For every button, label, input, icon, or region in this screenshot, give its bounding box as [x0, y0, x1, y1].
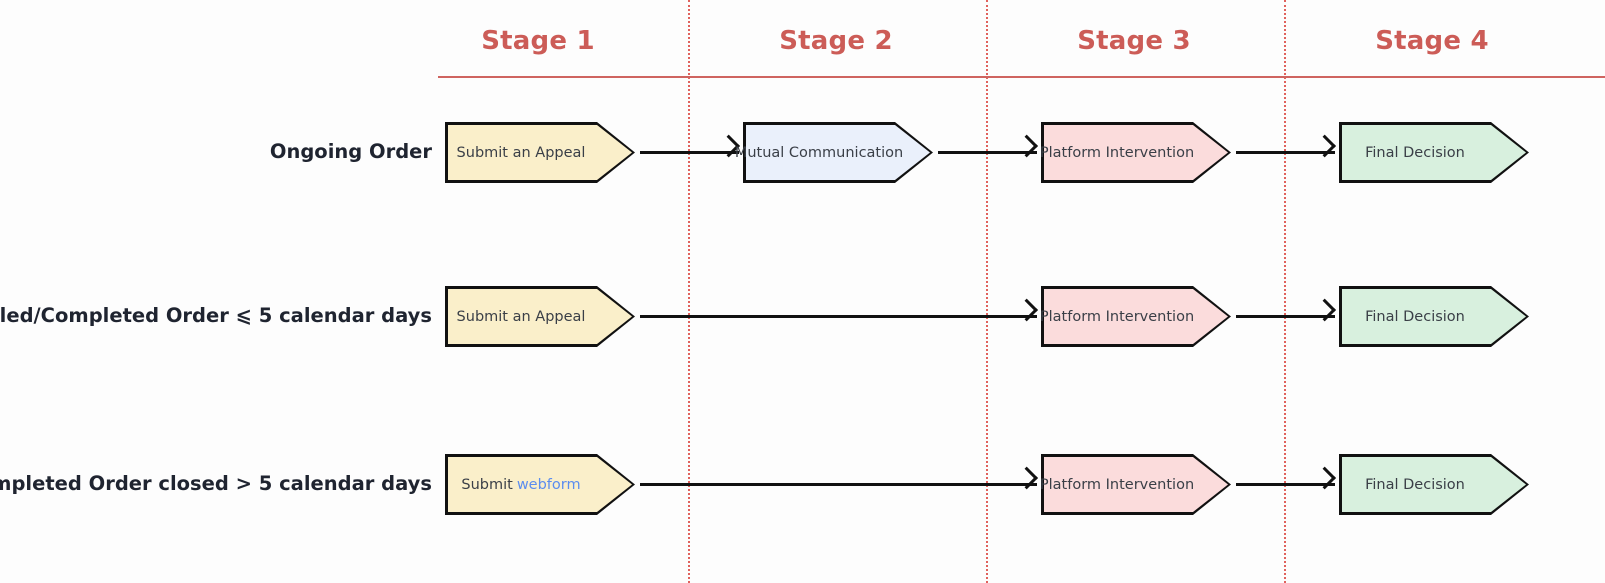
chevron-shape: [445, 286, 635, 347]
chevron-shape: [1041, 286, 1231, 347]
step-label-text: Submit an Appeal: [456, 144, 586, 161]
stage-divider-1: [688, 0, 690, 583]
chevron-shape: [1339, 286, 1529, 347]
chevron-shape: [445, 122, 635, 183]
step-platform-intervention-row3[interactable]: Platform Intervention: [1039, 454, 1231, 515]
chevron-shape: [445, 454, 635, 515]
stage-header-rule: [438, 76, 1605, 78]
connector-arrow-long: [640, 315, 1037, 318]
connector-arrow: [938, 151, 1037, 154]
step-label: Submit webform: [445, 454, 597, 515]
step-final-decision-row1[interactable]: Final Decision: [1339, 122, 1529, 183]
stage-divider-3: [1284, 0, 1286, 583]
step-submit-an-appeal-row1[interactable]: Submit an Appeal: [445, 122, 635, 183]
step-submit-an-appeal-row2[interactable]: Submit an Appeal: [445, 286, 635, 347]
step-final-decision-row2[interactable]: Final Decision: [1339, 286, 1529, 347]
stage-header-4: Stage 4: [1375, 26, 1489, 56]
step-submit-webform-row3[interactable]: Submit webform: [445, 454, 635, 515]
chevron-shape: [1041, 454, 1231, 515]
stage-divider-2: [986, 0, 988, 583]
step-label-text: Final Decision: [1365, 476, 1465, 493]
step-label: Mutual Communication: [735, 122, 903, 183]
chevron-shape: [1041, 122, 1231, 183]
connector-arrow: [640, 151, 739, 154]
step-label: Platform Intervention: [1039, 454, 1195, 515]
stage-header-1: Stage 1: [481, 26, 595, 56]
step-label: Final Decision: [1339, 286, 1491, 347]
chevron-shape: [1339, 122, 1529, 183]
chevron-shape: [743, 122, 933, 183]
step-platform-intervention-row1[interactable]: Platform Intervention: [1039, 122, 1231, 183]
connector-arrow: [1236, 483, 1335, 486]
step-label-text: Platform Intervention: [1039, 476, 1195, 493]
webform-link[interactable]: webform: [516, 476, 581, 493]
step-label-text: Submit: [461, 476, 513, 493]
step-label: Platform Intervention: [1039, 286, 1195, 347]
step-label-text: Mutual Communication: [734, 144, 904, 161]
step-mutual-communication-row1[interactable]: Mutual Communication: [735, 122, 933, 183]
step-label-text: Submit an Appeal: [456, 308, 586, 325]
stage-header-2: Stage 2: [779, 26, 893, 56]
connector-arrow: [1236, 151, 1335, 154]
row-label-cancelled-within-5-days: Cancelled/Completed Order ⩽ 5 calendar d…: [0, 304, 432, 327]
chevron-shape: [1339, 454, 1529, 515]
step-label: Platform Intervention: [1039, 122, 1195, 183]
stage-header-3: Stage 3: [1077, 26, 1191, 56]
connector-arrow-long: [640, 483, 1037, 486]
row-label-cancelled-after-5-days: Cancelled/Completed Order closed > 5 cal…: [0, 472, 432, 495]
connector-arrow: [1236, 315, 1335, 318]
step-platform-intervention-row2[interactable]: Platform Intervention: [1039, 286, 1231, 347]
step-final-decision-row3[interactable]: Final Decision: [1339, 454, 1529, 515]
step-label-text: Platform Intervention: [1039, 144, 1195, 161]
step-label: Final Decision: [1339, 122, 1491, 183]
step-label-text: Final Decision: [1365, 144, 1465, 161]
step-label: Final Decision: [1339, 454, 1491, 515]
step-label: Submit an Appeal: [445, 286, 597, 347]
step-label: Submit an Appeal: [445, 122, 597, 183]
row-label-ongoing-order: Ongoing Order: [269, 140, 432, 163]
step-label-text: Platform Intervention: [1039, 308, 1195, 325]
step-label-text: Final Decision: [1365, 308, 1465, 325]
